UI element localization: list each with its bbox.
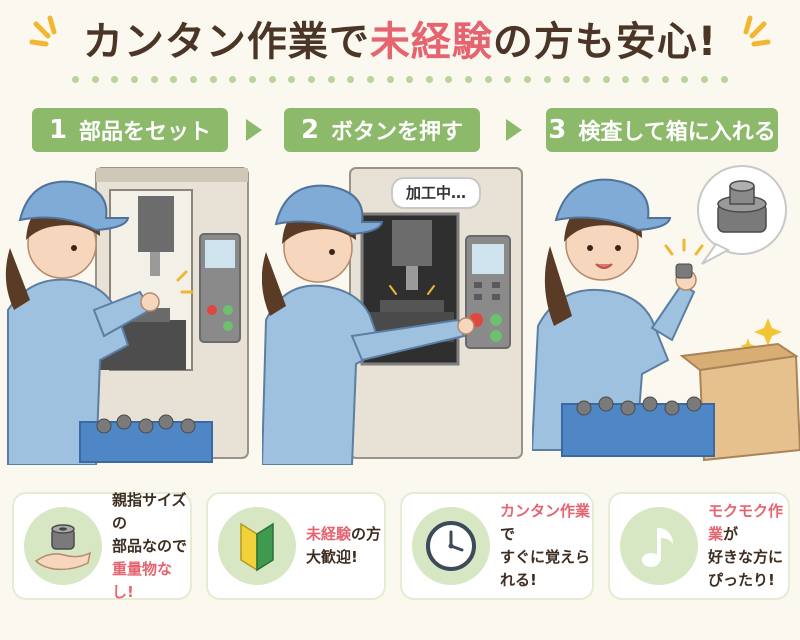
divider-dot bbox=[524, 76, 532, 83]
step-2-number: 2 bbox=[300, 115, 320, 145]
divider-dot bbox=[288, 76, 296, 83]
feature-3-line-1: で bbox=[500, 525, 516, 543]
divider-dot bbox=[563, 76, 571, 83]
title-part-3: の方も安心! bbox=[492, 19, 718, 65]
divider-dot bbox=[642, 76, 650, 83]
divider-dot bbox=[130, 76, 138, 83]
arrow-right-icon bbox=[506, 119, 522, 141]
feature-4-line-1: が bbox=[723, 525, 739, 543]
scene-inspect-and-box bbox=[532, 165, 800, 462]
step-2-text: ボタンを押す bbox=[331, 120, 464, 145]
divider-dot bbox=[406, 76, 414, 83]
feature-4-line-3: ぴったり! bbox=[708, 571, 775, 589]
divider-dot bbox=[504, 76, 512, 83]
divider-dot bbox=[248, 76, 256, 83]
feature-card-beginner: 未経験の方 大歓迎! bbox=[206, 492, 386, 600]
clock-icon bbox=[412, 507, 490, 585]
divider-dot bbox=[229, 76, 237, 83]
divider-dot bbox=[347, 76, 355, 83]
step-3-number: 3 bbox=[548, 115, 567, 145]
sparkle-left-icon bbox=[29, 15, 57, 47]
feature-2-highlight: 未経験 bbox=[306, 525, 352, 543]
divider-dot bbox=[425, 76, 433, 83]
divider-dot bbox=[386, 76, 394, 83]
divider-dot bbox=[327, 76, 335, 83]
beginner-mark-icon bbox=[218, 507, 296, 585]
feature-1-line-1: 親指サイズの bbox=[112, 490, 187, 532]
music-note-icon bbox=[620, 507, 698, 585]
title-part-1: カンタン作業で bbox=[82, 19, 370, 65]
sparkle-right-icon bbox=[743, 15, 771, 47]
divider-dot bbox=[91, 76, 99, 83]
step-3-text: 検査して箱に入れる bbox=[578, 120, 776, 145]
feature-2-line-2: 大歓迎! bbox=[306, 548, 358, 566]
step-2-label: 2 ボタンを押す bbox=[284, 108, 480, 152]
scene-press-button bbox=[262, 167, 523, 465]
arrow-right-icon bbox=[246, 119, 262, 141]
divider-dot bbox=[484, 76, 492, 83]
feature-card-focused-work: モクモク作業が 好きな方に ぴったり! bbox=[608, 492, 790, 600]
feature-4-highlight: モクモク作業 bbox=[708, 502, 784, 543]
processing-bubble-text: 加工中… bbox=[405, 184, 466, 202]
feature-card-easy-work: カンタン作業で すぐに覚えられる! bbox=[400, 492, 594, 600]
divider-dot bbox=[583, 76, 591, 83]
divider-dot bbox=[307, 76, 315, 83]
divider-dot bbox=[366, 76, 374, 83]
divider-dot bbox=[720, 76, 728, 83]
feature-3-highlight: カンタン作業 bbox=[500, 502, 591, 520]
divider-dot bbox=[661, 76, 669, 83]
scene-set-part bbox=[5, 167, 249, 465]
divider-dot bbox=[445, 76, 453, 83]
dotted-divider bbox=[72, 76, 728, 84]
divider-dot bbox=[170, 76, 178, 83]
divider-dot bbox=[602, 76, 610, 83]
step-1-text: 部品をセット bbox=[79, 120, 212, 145]
feature-1-line-2: 部品なので bbox=[112, 536, 188, 555]
step-3-label: 3 検査して箱に入れる bbox=[546, 108, 778, 152]
divider-dot bbox=[681, 76, 689, 83]
feature-2-line-1: の方 bbox=[351, 525, 382, 543]
page-title: カンタン作業で未経験の方も安心! bbox=[0, 12, 800, 72]
feature-4-line-2: 好きな方に bbox=[708, 548, 784, 566]
divider-dot bbox=[111, 76, 119, 83]
divider-dot bbox=[150, 76, 158, 83]
divider-dot bbox=[543, 76, 551, 83]
thumb-part-icon bbox=[24, 507, 102, 585]
divider-dot bbox=[72, 76, 79, 83]
feature-3-line-2: すぐに覚えられる! bbox=[500, 548, 591, 589]
feature-card-lightweight: 親指サイズの 部品なので 重量物なし! bbox=[12, 490, 192, 601]
step-1-label: 1 部品をセット bbox=[32, 108, 228, 152]
divider-dot bbox=[209, 76, 217, 83]
divider-dot bbox=[268, 76, 276, 83]
divider-dot bbox=[189, 76, 197, 83]
feature-1-line-3: 重量物なし! bbox=[112, 559, 173, 601]
divider-dot bbox=[701, 76, 708, 83]
title-highlight: 未経験 bbox=[369, 19, 493, 65]
divider-dot bbox=[622, 76, 630, 83]
step-1-number: 1 bbox=[48, 115, 68, 145]
divider-dot bbox=[465, 76, 473, 83]
